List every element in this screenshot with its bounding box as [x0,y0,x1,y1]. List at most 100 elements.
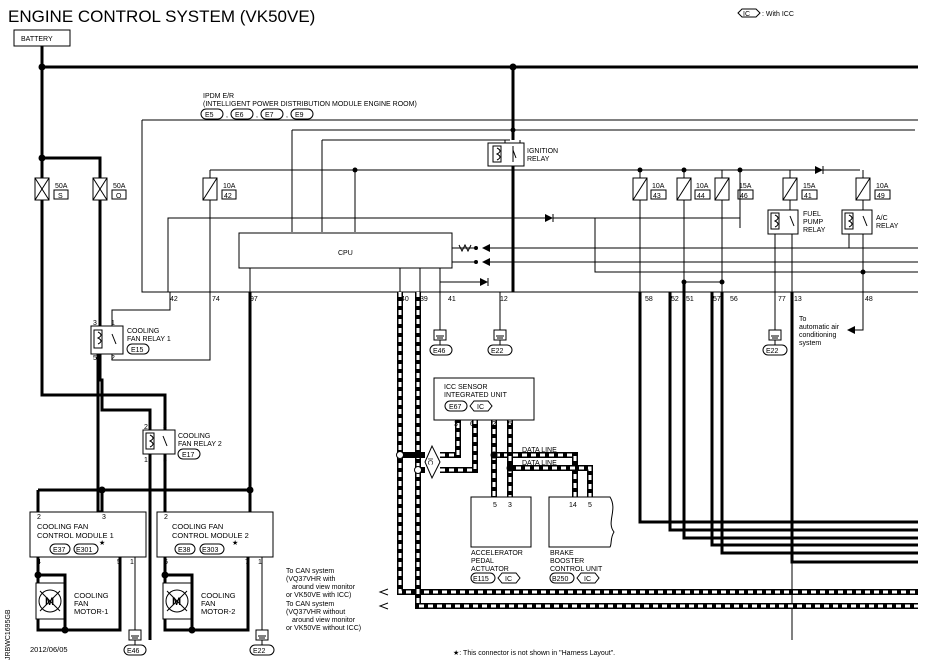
ipdm-pin-labels: 42 74 97 40 39 41 12 58 52 51 57 56 77 1… [170,296,873,303]
svg-text:E5: E5 [205,112,214,119]
svg-text:★: ★ [99,539,105,547]
svg-text:57: 57 [713,296,721,303]
svg-text:97: 97 [250,296,258,303]
fuse-46-id: 46 [740,193,748,200]
fuel-relay-label-2: PUMP [803,219,824,226]
icc-conn: E67 [449,404,462,411]
module2-label-2: CONTROL MODULE 2 [172,531,249,540]
ac-relay-label-1: A/C [876,215,888,222]
ground-e46-top: E46 [429,329,453,356]
can-note1-3: around view monitor [292,584,356,591]
svg-text:12: 12 [500,296,508,303]
brake-label-2: BOOSTER [550,558,584,565]
cf-relay2-label-1: COOLING [178,433,210,440]
footnote: ★: This connector is not shown in "Harne… [453,649,615,657]
brake-conn: B250 [552,576,568,583]
svg-text:51: 51 [686,296,694,303]
legend-badge: IC [743,11,750,18]
svg-text:14: 14 [569,502,577,509]
svg-text:2: 2 [164,514,168,521]
svg-text:52: 52 [671,296,679,303]
svg-text:E46: E46 [127,648,140,655]
accel-label-1: ACCELERATOR [471,550,523,557]
motor2-label-1: COOLING [201,591,236,600]
fuse-43-id: 43 [653,193,661,200]
svg-text:M: M [45,596,54,608]
svg-text:E6: E6 [235,112,244,119]
fuse-42-amp: 10A [223,183,236,190]
cf-relay1-label-1: COOLING [127,328,159,335]
can-note1-1: To CAN system [286,568,334,575]
svg-text:E303: E303 [202,547,218,554]
ipdm-label-1: IPDM E/R [203,93,234,100]
accel-badge: IC [505,576,512,583]
svg-text:1: 1 [111,320,115,327]
svg-text:13: 13 [794,296,802,303]
svg-text:E7: E7 [265,112,274,119]
ignition-relay [487,142,525,167]
ac-note-4: system [799,340,821,347]
accel-label-3: ACTUATOR [471,566,509,573]
svg-text:2: 2 [144,424,148,431]
cf-relay2-conn: E17 [182,452,195,459]
svg-text:★: ★ [232,539,238,547]
fuse-41-id: 41 [804,193,812,200]
svg-text:6: 6 [470,421,474,428]
svg-text:56: 56 [730,296,738,303]
accelerator-pedal-actuator [470,496,532,548]
svg-text:M: M [172,596,181,608]
fuel-pump-relay [767,209,799,235]
side-code: JRBWC1695GB [5,609,12,660]
can-note2-1: To CAN system [286,601,334,608]
icc-label-1: ICC SENSOR [444,384,488,391]
fuse-43-amp: 10A [652,183,665,190]
cooling-fan-motor-2: M [162,582,192,620]
svg-text:5: 5 [508,421,512,428]
ac-note-1: To [799,316,807,323]
motor2-label-3: MOTOR-2 [201,607,235,616]
ac-relay-label-2: RELAY [876,223,899,230]
svg-text:E9: E9 [295,112,304,119]
fuel-relay-label-3: RELAY [803,227,826,234]
fuse-41-amp: 15A [803,183,816,190]
svg-text:41: 41 [448,296,456,303]
cooling-fan-motor-1: M [35,582,65,620]
svg-text:E22: E22 [766,348,779,355]
ac-note-2: automatic air [799,324,840,331]
module2-label-1: COOLING FAN [172,522,223,531]
module1-label-1: COOLING FAN [37,522,88,531]
svg-text:E301: E301 [76,547,92,554]
svg-text:1: 1 [258,559,262,566]
cpu-label: CPU [338,250,353,257]
can-note2-4: or VK50VE without ICC) [286,625,361,632]
fuse-o-id: O [116,193,122,200]
fuse-o-amp: 50A [113,183,126,190]
fuse-44-amp: 10A [696,183,709,190]
data-line-label-1: DATA LINE [522,447,557,454]
svg-text:3: 3 [163,424,167,431]
cooling-fan-relay-2: 2 3 1 5 [142,424,176,464]
brake-label-1: BRAKE [550,550,574,557]
ignition-relay-label-1: IGNITION [527,148,558,155]
fuse-10a-43 [632,177,648,201]
cf-relay2-label-2: FAN RELAY 2 [178,441,222,448]
ipdm-label-2: (INTELLIGENT POWER DISTRIBUTION MODULE E… [203,101,417,108]
svg-text:3: 3 [93,320,97,327]
fuse-50a-o [92,177,108,201]
date-label: 2012/06/05 [30,645,68,654]
fuse-44-id: 44 [697,193,705,200]
legend: IC : With ICC [737,8,794,18]
icc-label-2: INTEGRATED UNIT [444,392,508,399]
svg-text:42: 42 [170,296,178,303]
fuse-s-id: S [58,193,63,200]
fuse-s-amp: 50A [55,183,68,190]
can-note2-3: around view monitor [292,617,356,624]
svg-text:1: 1 [144,457,148,464]
svg-text:E37: E37 [53,547,66,554]
svg-text:IC: IC [426,458,433,465]
fuse-42-id: 42 [224,193,232,200]
ipdm-connectors: E5 E6 E7 E9 [200,108,314,120]
svg-text:48: 48 [865,296,873,303]
fuse-10a-49 [855,177,871,201]
